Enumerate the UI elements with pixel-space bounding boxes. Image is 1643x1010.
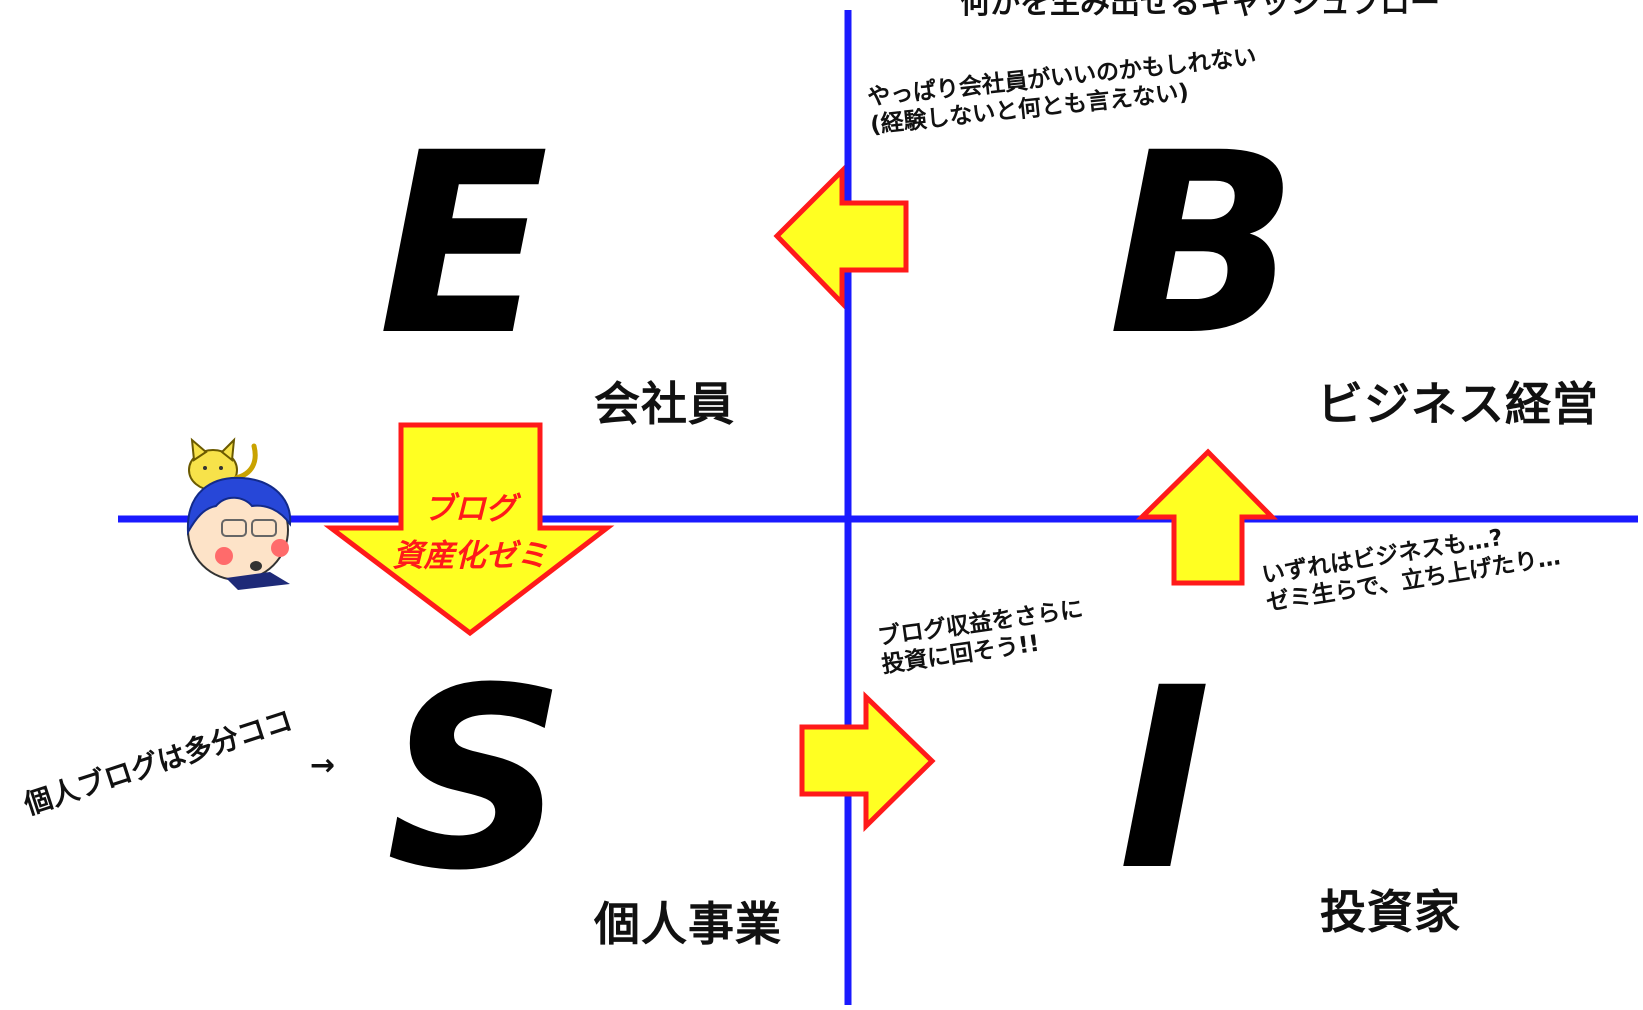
arrow-e-to-s	[323, 422, 615, 637]
label-business-owner: ビジネス経営	[1317, 377, 1599, 431]
letter-i: I	[1118, 634, 1212, 925]
arrow-s-to-i	[799, 691, 936, 832]
letter-e: E	[378, 99, 549, 390]
mascot-avatar	[186, 437, 292, 590]
label-self-employed: 個人事業	[594, 897, 782, 951]
letter-s: S	[386, 634, 567, 925]
arrow-i-to-b	[1135, 448, 1278, 586]
arrow-b-to-e	[773, 164, 909, 310]
arrow-e-to-s-label-line1: ブログ	[424, 491, 522, 527]
personal-blog-arrow: →	[310, 748, 336, 783]
arrow-e-to-s-label-line2: 資産化ゼミ	[393, 538, 548, 574]
letter-b: B	[1108, 99, 1299, 390]
label-employee: 会社員	[594, 377, 735, 431]
label-investor: 投資家	[1320, 885, 1461, 939]
top-banner: 何かを生み出せるキャッシュフロー	[960, 0, 1440, 21]
